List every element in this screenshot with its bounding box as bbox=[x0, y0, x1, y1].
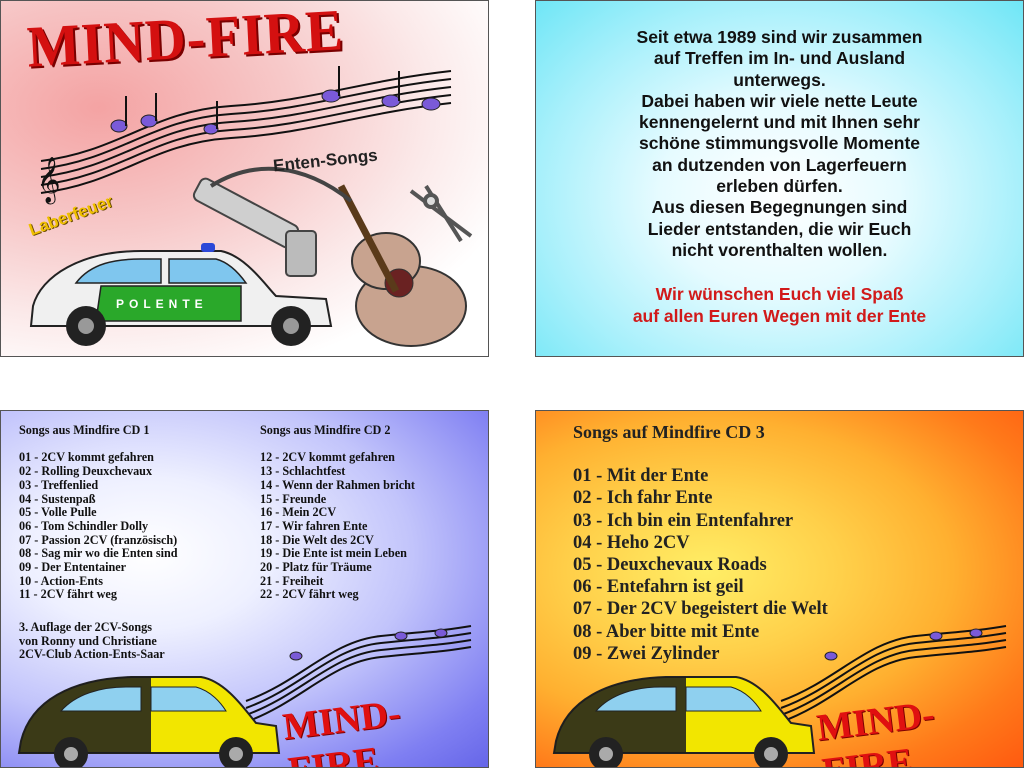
credit-line: 2CV-Club Action-Ents-Saar bbox=[19, 647, 165, 662]
list-item: 02 - Ich fahr Ente bbox=[573, 488, 713, 509]
list-item: 04 - Heho 2CV bbox=[573, 532, 690, 553]
intro-line: Seit etwa 1989 sind wir zusammen bbox=[636, 27, 923, 47]
list-item: 10 - Action-Ents bbox=[19, 573, 103, 588]
list-item: 13 - Schlachtfest bbox=[260, 464, 346, 479]
list-item: 14 - Wenn der Rahmen bricht bbox=[260, 477, 415, 492]
list-item: 20 - Platz für Träume bbox=[260, 560, 372, 575]
intro-line: Aus diesen Begegnungen sind bbox=[651, 197, 908, 218]
wish-line: Wir wünschen Euch viel Spaß bbox=[655, 284, 904, 304]
grease-gun-illustration bbox=[192, 166, 353, 277]
list-item: 05 - Volle Pulle bbox=[19, 505, 97, 520]
citroen-2cv-illustration bbox=[17, 676, 281, 767]
credit-line: 3. Auflage der 2CV-Songs bbox=[19, 620, 152, 634]
intro-line: erleben dürfen. bbox=[716, 176, 843, 197]
edition-credit: 3. Auflage der 2CV-Songs von Ronny und C… bbox=[19, 620, 165, 662]
music-staff-illustration bbox=[17, 625, 472, 767]
credit-line: von Ronny und Christiane bbox=[19, 633, 157, 648]
list-item: 06 - Entefahrn ist geil bbox=[573, 577, 744, 598]
cd2-heading: Songs aus Mindfire CD 2 bbox=[260, 423, 391, 437]
list-item: 11 - 2CV fährt weg bbox=[19, 587, 117, 602]
svg-text:𝄞: 𝄞 bbox=[37, 157, 61, 205]
citroen-2cv-illustration bbox=[552, 676, 816, 767]
list-item: 03 - Treffenlied bbox=[19, 477, 99, 492]
guitar-illustration bbox=[337, 184, 467, 347]
intro-line: Lieder entstanden, die wir Euch bbox=[647, 218, 912, 239]
intro-line: schöne stimmungsvolle Momente bbox=[638, 133, 921, 154]
list-item: 07 - Passion 2CV (französisch) bbox=[19, 532, 178, 547]
cd3-heading: Songs auf Mindfire CD 3 bbox=[573, 422, 765, 442]
music-staff-illustration bbox=[552, 625, 1007, 767]
list-item: 15 - Freunde bbox=[260, 491, 327, 506]
pliers-illustration bbox=[409, 184, 473, 243]
list-item: 09 - Zwei Zylinder bbox=[573, 643, 720, 664]
police-car-illustration bbox=[29, 243, 333, 346]
list-item: 06 - Tom Schindler Dolly bbox=[19, 518, 149, 533]
tracklist-cd1-cd2-panel: Songs aus Mindfire CD 1 01 - 2CV kommt g… bbox=[0, 410, 489, 768]
list-item: 22 - 2CV fährt weg bbox=[260, 587, 359, 602]
list-item: 17 - Wir fahren Ente bbox=[260, 518, 368, 533]
list-item: 21 - Freiheit bbox=[260, 573, 324, 588]
list-item: 18 - Die Welt des 2CV bbox=[260, 532, 374, 547]
intro-line: Dabei haben wir viele nette Leute bbox=[641, 90, 918, 111]
intro-line: kennengelernt und mit Ihnen sehr bbox=[638, 112, 920, 133]
music-staff-illustration: 𝄞 bbox=[29, 66, 473, 347]
cd2-track-list: Songs aus Mindfire CD 2 12 - 2CV kommt g… bbox=[260, 423, 415, 602]
list-item: 01 - 2CV kommt gefahren bbox=[19, 450, 154, 465]
list-item: 19 - Die Ente ist mein Leben bbox=[260, 546, 407, 561]
intro-line: an dutzenden von Lagerfeuern bbox=[652, 154, 907, 175]
cd3-track-list: Songs auf Mindfire CD 3 01 - Mit der Ent… bbox=[573, 421, 828, 665]
polente-car-label: POLENTE bbox=[116, 297, 208, 311]
list-item: 02 - Rolling Deuxchevaux bbox=[19, 464, 153, 479]
wish-message: Wir wünschen Euch viel Spaß auf allen Eu… bbox=[546, 283, 1013, 327]
list-item: 12 - 2CV kommt gefahren bbox=[260, 450, 395, 465]
intro-paragraph: Seit etwa 1989 sind wir zusammen auf Tre… bbox=[556, 27, 1003, 261]
list-item: 03 - Ich bin ein Entenfahrer bbox=[573, 510, 794, 531]
list-item: 04 - Sustenpaß bbox=[19, 491, 96, 506]
tracklist-cd3-panel: Songs auf Mindfire CD 3 01 - Mit der Ent… bbox=[535, 410, 1024, 768]
wish-line: auf allen Euren Wegen mit der Ente bbox=[632, 306, 927, 326]
list-item: 09 - Der Ententainer bbox=[19, 560, 127, 575]
list-item: 05 - Deuxchevaux Roads bbox=[573, 555, 767, 576]
list-item: 08 - Aber bitte mit Ente bbox=[573, 621, 760, 642]
intro-line: unterwegs. bbox=[733, 69, 826, 90]
intro-text-panel: Seit etwa 1989 sind wir zusammen auf Tre… bbox=[535, 0, 1024, 357]
cd1-track-list: Songs aus Mindfire CD 1 01 - 2CV kommt g… bbox=[19, 423, 178, 602]
cd1-heading: Songs aus Mindfire CD 1 bbox=[19, 423, 150, 437]
intro-line: nicht vorenthalten wollen. bbox=[671, 239, 888, 260]
cover-front-panel: 𝄞 MIND-FIRE bbox=[0, 0, 489, 357]
list-item: 08 - Sag mir wo die Enten sind bbox=[19, 546, 178, 561]
intro-line: auf Treffen im In- und Ausland bbox=[653, 48, 906, 69]
list-item: 07 - Der 2CV begeistert die Welt bbox=[573, 599, 828, 620]
list-item: 01 - Mit der Ente bbox=[573, 466, 709, 487]
list-item: 16 - Mein 2CV bbox=[260, 505, 337, 520]
